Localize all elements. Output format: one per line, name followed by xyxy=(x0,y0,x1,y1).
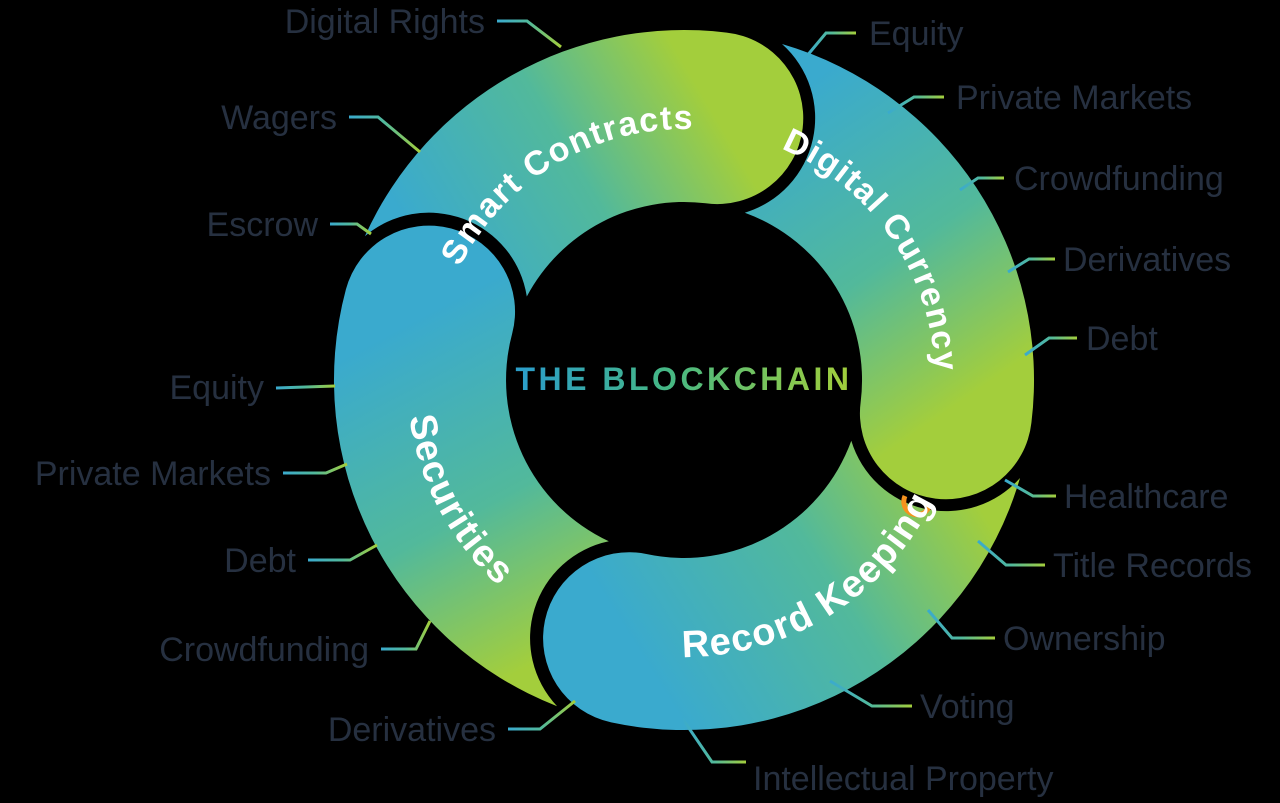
leader-line-digital-currency-derivatives xyxy=(1007,257,1055,274)
callout-label-securities-crowdfunding: Crowdfunding xyxy=(159,631,369,669)
leader-line-smart-contracts-wagers xyxy=(349,115,421,154)
callout-label-securities-private-markets: Private Markets xyxy=(35,455,271,493)
ring-segment-smart-contracts xyxy=(364,29,804,297)
leader-line-record-keeping-intellectual-property xyxy=(680,717,746,764)
callout-label-digital-currency-private-markets: Private Markets xyxy=(956,79,1192,117)
callout-label-smart-contracts-digital-rights: Digital Rights xyxy=(285,3,485,41)
callout-label-securities-equity: Equity xyxy=(170,369,265,407)
callout-label-digital-currency-crowdfunding: Crowdfunding xyxy=(1014,160,1224,198)
leader-line-record-keeping-ownership xyxy=(926,609,995,640)
callout-label-record-keeping-intellectual-property: Intellectual Property xyxy=(753,760,1054,798)
leader-line-digital-currency-equity xyxy=(804,31,856,58)
callout-label-record-keeping-voting: Voting xyxy=(920,688,1015,726)
leader-line-securities-crowdfunding xyxy=(381,620,432,651)
leader-line-record-keeping-healthcare xyxy=(1004,478,1056,498)
leader-line-securities-equity xyxy=(275,384,336,390)
leader-line-digital-currency-crowdfunding xyxy=(959,176,1004,192)
callout-label-smart-contracts-escrow: Escrow xyxy=(207,206,319,244)
leader-line-securities-derivatives xyxy=(508,699,576,731)
callout-label-record-keeping-title-records: Title Records xyxy=(1053,547,1252,585)
ring-segment-securities xyxy=(333,225,609,707)
callout-label-record-keeping-healthcare: Healthcare xyxy=(1064,478,1228,516)
leader-line-record-keeping-voting xyxy=(829,679,912,708)
leader-line-smart-contracts-digital-rights xyxy=(497,19,562,49)
callout-label-digital-currency-debt: Debt xyxy=(1086,320,1158,358)
center-title: THE BLOCKCHAIN xyxy=(516,361,853,397)
callout-label-digital-currency-equity: Equity xyxy=(869,15,964,53)
leader-line-securities-debt xyxy=(308,543,378,562)
callout-label-securities-debt: Debt xyxy=(224,542,296,580)
orange-pen-accent-icon xyxy=(901,494,932,518)
callout-label-smart-contracts-wagers: Wagers xyxy=(221,99,337,137)
callout-label-securities-derivatives: Derivatives xyxy=(328,711,496,749)
ring-segment-digital-currency xyxy=(744,44,1035,500)
ring-segment-record-keeping xyxy=(543,440,1020,731)
callout-label-digital-currency-derivatives: Derivatives xyxy=(1063,241,1231,279)
leader-line-digital-currency-debt xyxy=(1024,336,1077,357)
callout-label-record-keeping-ownership: Ownership xyxy=(1003,620,1166,658)
leader-line-digital-currency-private-markets xyxy=(887,95,944,115)
leader-line-record-keeping-title-records xyxy=(977,539,1045,567)
leader-line-securities-private-markets xyxy=(283,462,348,475)
leader-line-smart-contracts-escrow xyxy=(330,222,372,236)
